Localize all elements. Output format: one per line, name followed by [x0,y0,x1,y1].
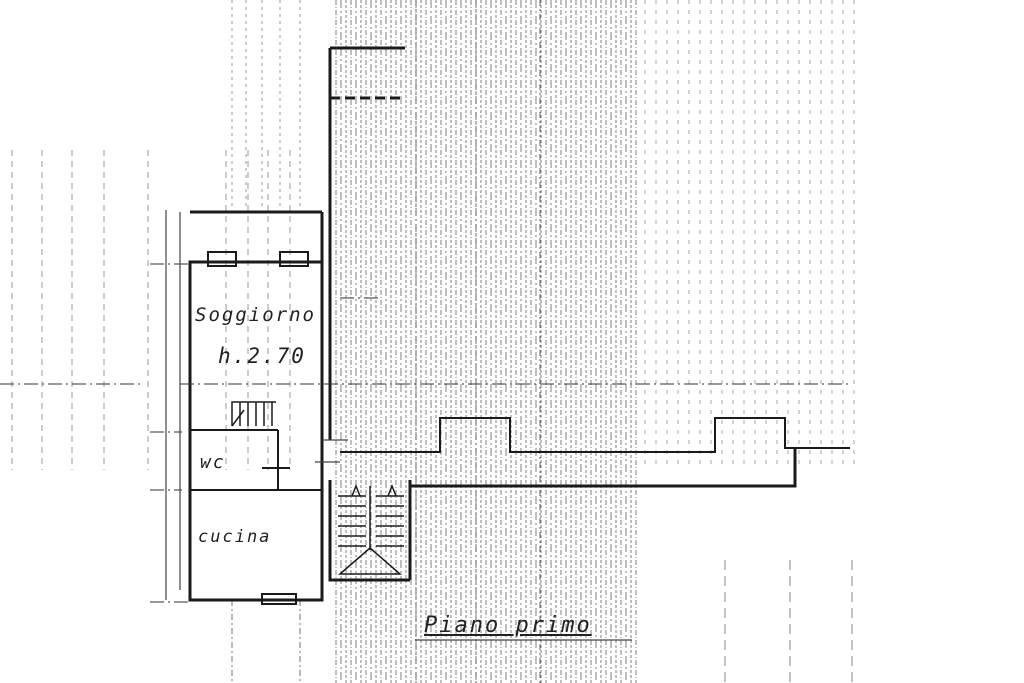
interior-walls [190,429,322,491]
thin-outline [165,210,632,641]
axis-lines [0,263,850,603]
room-label-kitchen: cucina [198,527,272,547]
room-label-wc: wc [200,452,226,473]
staircase [231,401,404,575]
floor-title: Piano primo [424,613,592,638]
exterior-walls [188,46,850,602]
windows [207,251,309,605]
room-label-living: Soggiorno [195,304,316,326]
hatch-lines [11,0,855,683]
room-height-label: h.2.70 [218,344,306,368]
